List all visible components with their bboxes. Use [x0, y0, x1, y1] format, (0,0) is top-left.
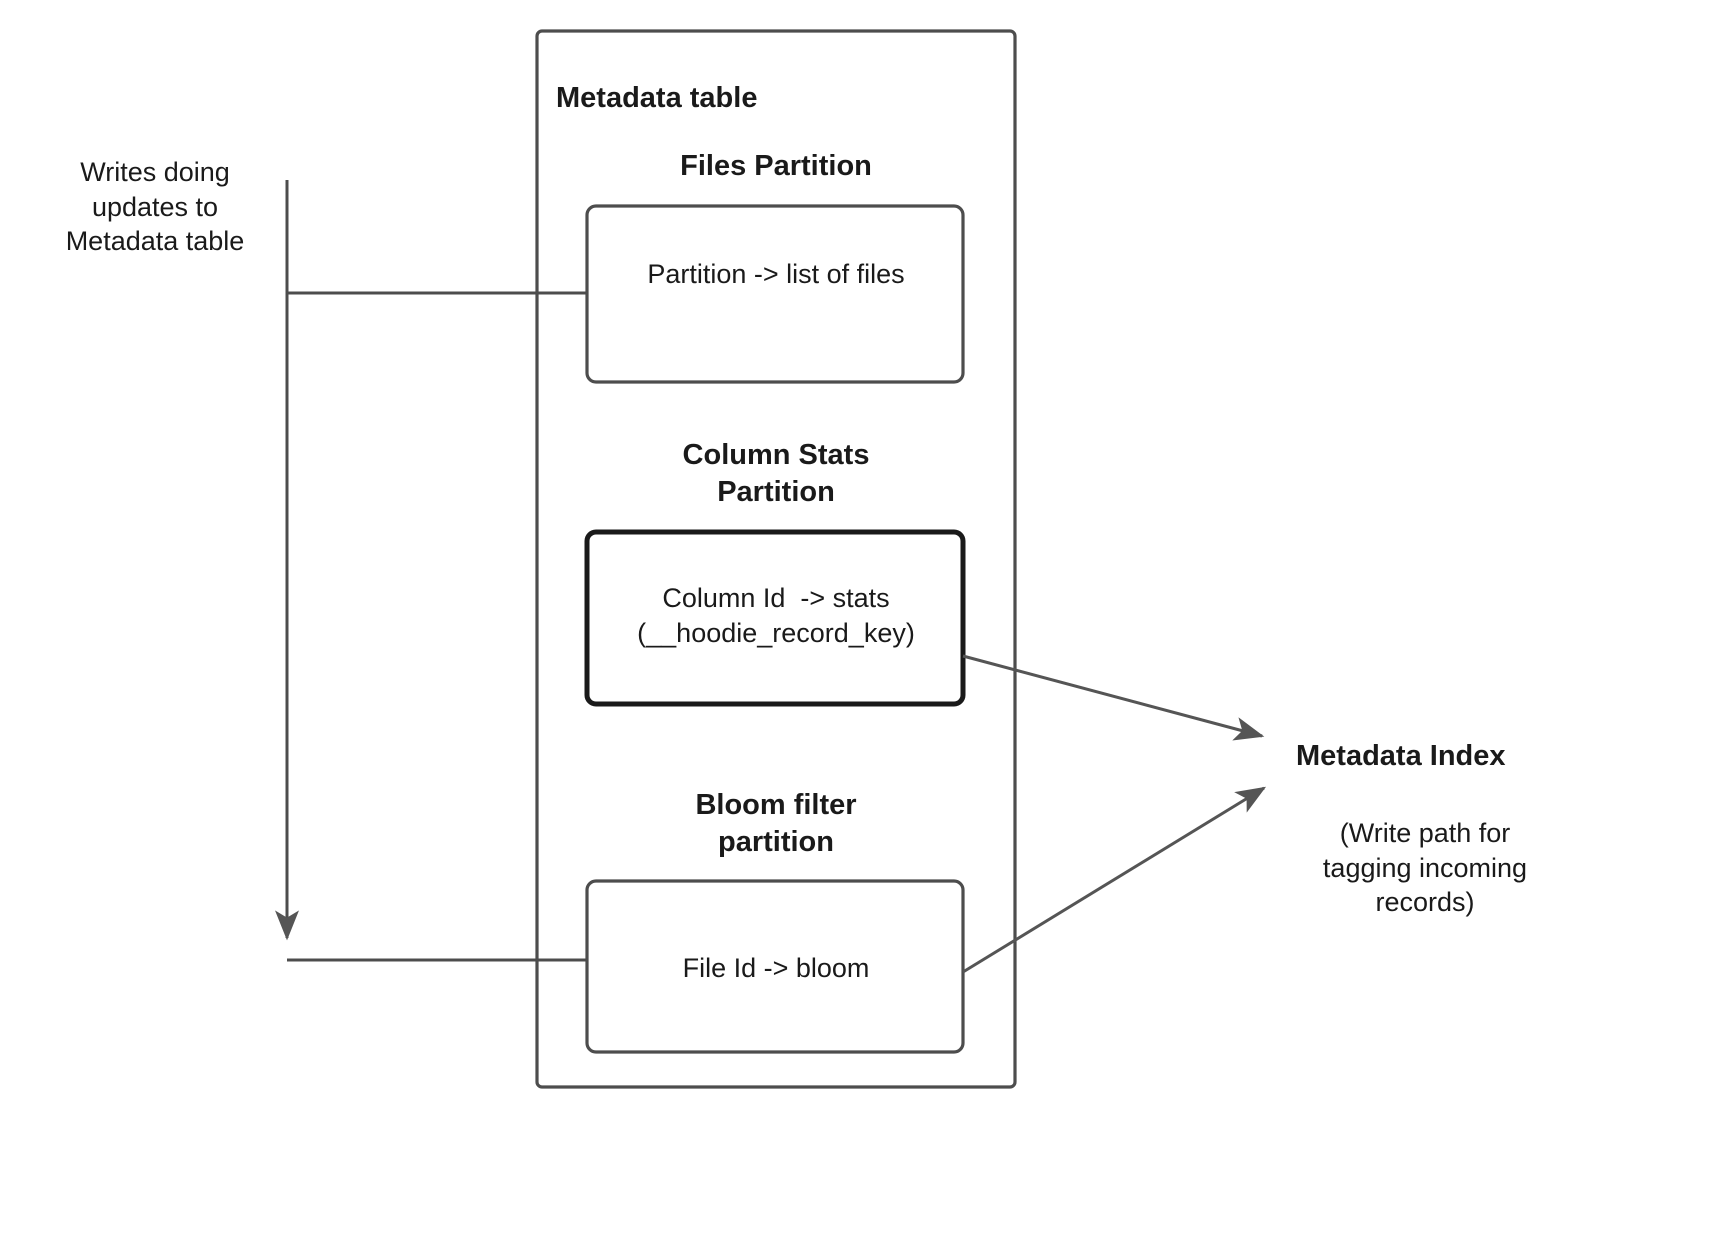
metadata-index-note: (Write path for tagging incoming records… — [1322, 818, 1528, 918]
metadata-table-container — [535, 29, 1017, 1089]
column-stats-partition-heading: Column Stats Partition — [682, 439, 870, 509]
writes-caption: Writes doing updates to Metadata table — [65, 157, 245, 257]
metadata-index-label: Metadata Index — [1296, 740, 1506, 772]
arrow-column-stats-to-index — [962, 654, 1265, 741]
column-stats-partition-box — [584, 529, 966, 707]
arrow-bloom-filter-to-index — [962, 786, 1267, 974]
files-partition-box — [585, 204, 965, 384]
bloom-filter-partition-heading: Bloom filter partition — [695, 789, 857, 859]
bloom-filter-partition-box-text: File Id -> bloom — [682, 953, 870, 983]
bloom-filter-partition-box — [585, 879, 965, 1054]
files-partition-heading: Files Partition — [680, 150, 872, 182]
files-partition-box-text: Partition -> list of files — [647, 259, 905, 289]
metadata-table-label: Metadata table — [556, 82, 758, 114]
column-stats-partition-box-text: Column Id -> stats (__hoodie_record_key) — [637, 583, 915, 648]
